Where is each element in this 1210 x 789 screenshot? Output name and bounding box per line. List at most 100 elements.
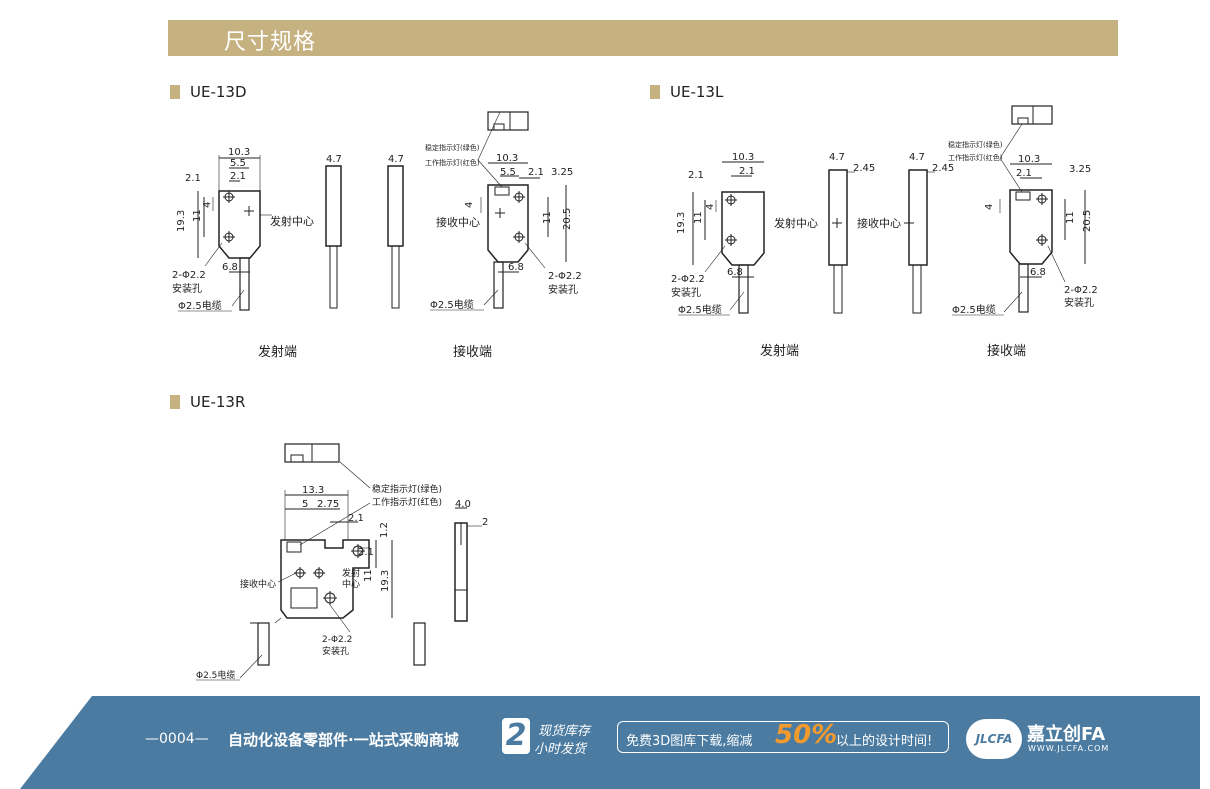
dim-label: 19.3 (676, 212, 687, 234)
callout-label: 工作指示灯(红色) (948, 153, 1003, 162)
callout-label: 发射中心 (774, 216, 818, 230)
dim-label: 4 (705, 204, 716, 210)
dim-label: 2.1 (358, 547, 374, 558)
callout-label: 发射中心 (270, 214, 314, 228)
callout-label: 2-Φ2.2 (548, 271, 582, 282)
dim-label: 10.3 (1018, 154, 1040, 165)
callout-label: 安装孔 (1064, 296, 1094, 309)
dim-label: 11 (1065, 211, 1076, 224)
callout-label: 接收中心 (436, 215, 480, 229)
ue13l-side-views (828, 169, 935, 314)
callout-label: 发射 (342, 567, 360, 579)
dim-label: 2.75 (317, 499, 339, 510)
badge-number: 2 (502, 718, 530, 754)
dim-label: 11 (542, 211, 553, 224)
dim-label: 6.8 (508, 262, 524, 273)
ue13l-emitter-drawing (692, 161, 765, 314)
dim-label: 3.25 (1069, 164, 1091, 175)
callout-label: 安装孔 (172, 282, 202, 295)
dim-label: 2.45 (853, 163, 875, 174)
section-title-text: UE-13L (670, 83, 724, 101)
callout-label: Φ2.5电缆 (678, 303, 722, 316)
dim-label: 2.1 (528, 167, 544, 178)
dim-label: 6.8 (1030, 267, 1046, 278)
section-title-ue13l: UE-13L (650, 83, 723, 101)
footer-banner (20, 696, 1200, 789)
ue13d-emitter-drawing (197, 155, 272, 311)
section-title-ue13d: UE-13D (170, 83, 247, 101)
dim-label: 4 (464, 202, 475, 208)
dim-label: 11 (693, 211, 704, 224)
dim-label: 4.7 (829, 152, 845, 163)
callout-label: 2-Φ2.2 (671, 274, 705, 285)
dim-label: 19.3 (380, 570, 391, 592)
callout-label: 安装孔 (671, 286, 701, 299)
dim-label: 2.1 (185, 173, 201, 184)
dim-label: 2.1 (688, 170, 704, 181)
caption-emitter: 发射端 (258, 344, 297, 360)
footer-slogan: 自动化设备零部件·一站式采购商城 (228, 731, 459, 749)
dim-label: 4.7 (909, 152, 925, 163)
callout-label: Φ2.5电缆 (196, 669, 235, 681)
promo-text-pre: 免费3D图库下载,缩减 (626, 734, 753, 749)
dim-label: 2.1 (739, 166, 755, 177)
callout-label: 2-Φ2.2 (172, 270, 206, 281)
dim-label: 11 (192, 209, 203, 222)
section-title-ue13r: UE-13R (170, 393, 245, 411)
dim-label: 10.3 (732, 152, 754, 163)
section-title-text: UE-13R (190, 393, 246, 411)
dim-label: 20.5 (562, 208, 573, 230)
dim-label: 20.5 (1082, 210, 1093, 232)
section-marker (170, 85, 180, 99)
brand-url: WWW.JLCFA.COM (1028, 744, 1110, 753)
callout-label: Φ2.5电缆 (952, 303, 996, 316)
caption-receiver: 接收端 (987, 343, 1026, 359)
dim-label: 4.0 (455, 499, 471, 510)
callout-label: 安装孔 (322, 645, 349, 657)
dim-label: 10.3 (228, 147, 250, 158)
section-header-bar: 尺寸规格 (168, 20, 1118, 56)
dim-label: 2.1 (348, 513, 364, 524)
dim-label: 2.45 (932, 163, 954, 174)
dim-label: 10.3 (496, 153, 518, 164)
dim-label: 3.25 (551, 167, 573, 178)
callout-label: 接收中心 (240, 578, 276, 590)
dim-label: 6.8 (222, 262, 238, 273)
section-marker (170, 395, 180, 409)
dim-label: 2.1 (1016, 168, 1032, 179)
dim-label: 11 (363, 569, 374, 582)
dim-label: 2.1 (230, 171, 246, 182)
callout-label: Φ2.5电缆 (178, 299, 222, 312)
callout-label: 中心 (342, 578, 360, 590)
brand-name: 嘉立创FA (1027, 724, 1106, 745)
dim-label: 4 (202, 202, 213, 208)
section-title-text: UE-13D (190, 83, 247, 101)
promo-box (617, 721, 949, 753)
ue13l-receiver-drawing (999, 105, 1086, 313)
promo-text-post: 以上的设计时间! (836, 734, 933, 749)
brand-logo: JLCFA (966, 719, 1022, 759)
callout-label: Φ2.5电缆 (430, 298, 474, 311)
badge-line1: 现货库存 (538, 724, 591, 739)
dim-label: 4 (984, 204, 995, 210)
ue13d-receiver-drawing (477, 111, 567, 309)
callout-label: 工作指示灯(红色) (425, 158, 480, 167)
dim-label: 6.8 (727, 267, 743, 278)
promo-percent: 50% (775, 720, 838, 750)
callout-label: 2-Φ2.2 (1064, 285, 1098, 296)
page-number: —0004— (145, 731, 209, 747)
dim-label: 4.7 (326, 154, 342, 165)
callout-label: 稳定指示灯(绿色) (948, 140, 1003, 149)
dim-label: 5 (302, 499, 308, 510)
callout-label: 稳定指示灯(绿色) (425, 143, 480, 152)
dim-label: 4.7 (388, 154, 404, 165)
dim-label: 1.2 (379, 522, 390, 538)
dim-label: 5.5 (500, 167, 516, 178)
dim-label: 2 (482, 517, 488, 528)
callout-label: 工作指示灯(红色) (372, 496, 442, 508)
page-title: 尺寸规格 (224, 30, 317, 55)
caption-emitter: 发射端 (760, 343, 799, 359)
section-marker (650, 85, 660, 99)
badge-line2: 小时发货 (534, 742, 587, 757)
dim-label: 5.5 (230, 158, 246, 169)
